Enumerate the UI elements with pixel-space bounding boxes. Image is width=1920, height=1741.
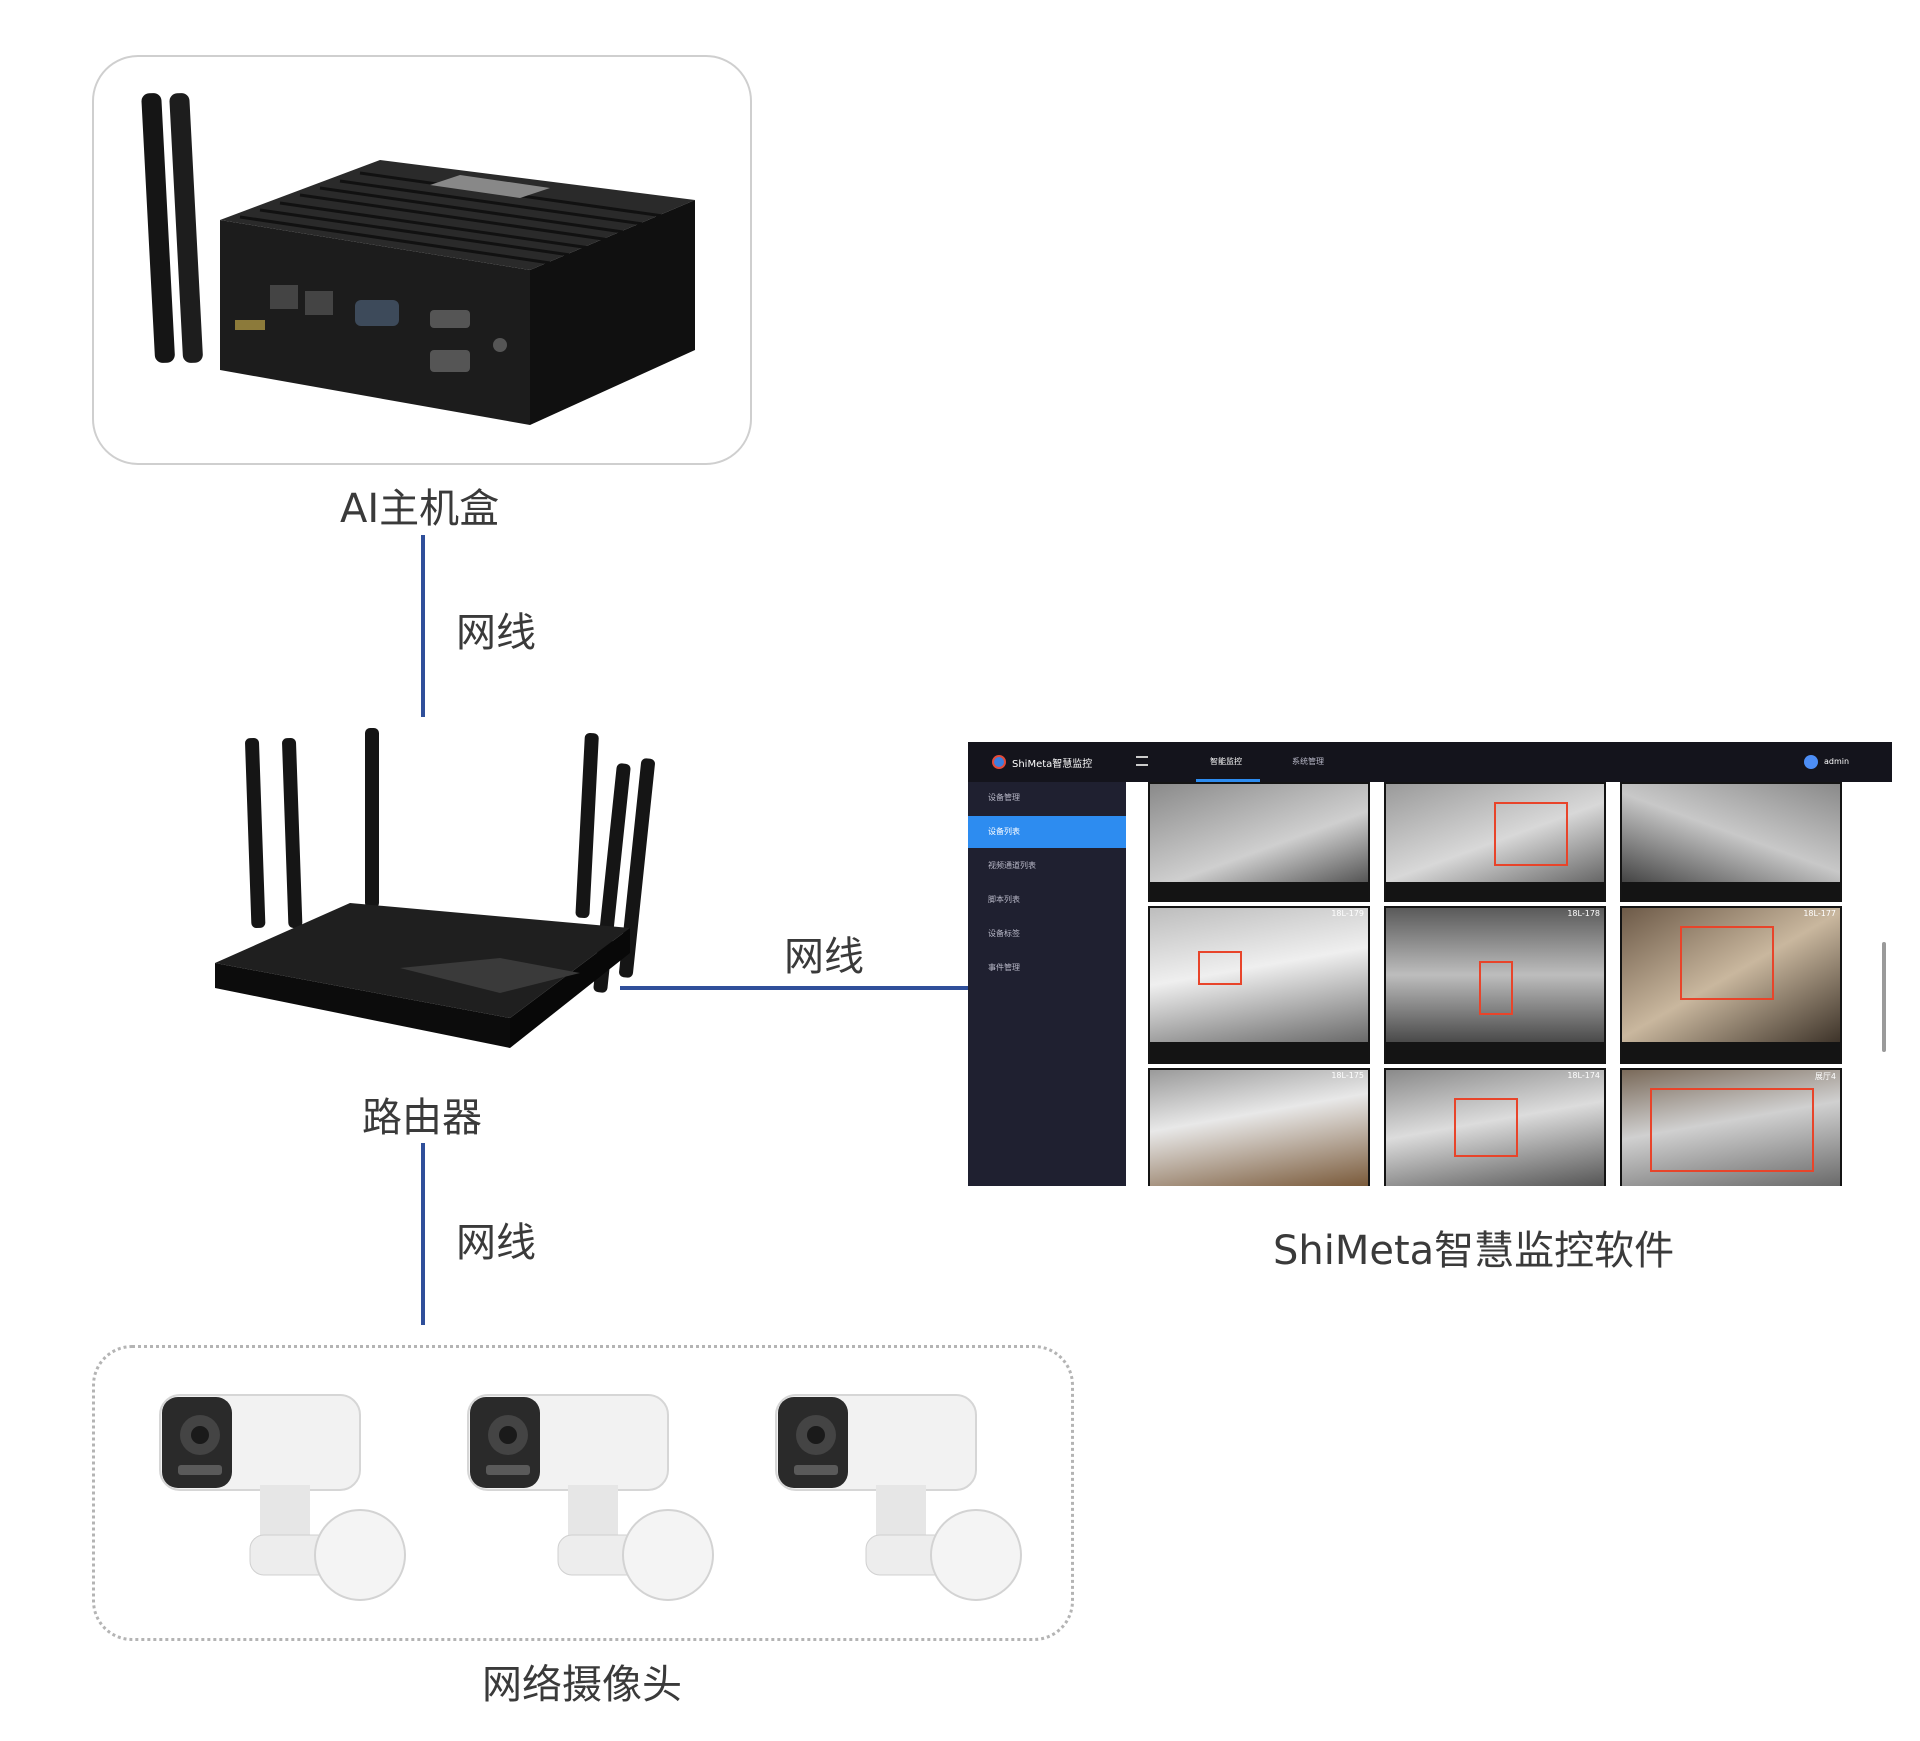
detection-box — [1494, 802, 1568, 866]
cable-line-right — [620, 986, 968, 990]
cable-label-bottom: 网线 — [456, 1210, 536, 1268]
router-image — [200, 728, 660, 1058]
tile-tag: 18L-177 — [1803, 909, 1836, 918]
tile-tag: 18L-174 — [1567, 1071, 1600, 1080]
tile-tag: 18L-178 — [1567, 909, 1600, 918]
cable-line-bottom — [421, 1143, 425, 1325]
tab-system-label: 系统管理 — [1292, 756, 1324, 767]
detection-box — [1680, 926, 1774, 1000]
cable-line-top — [421, 535, 425, 717]
app-brand: ShiMeta智慧监控 — [1012, 755, 1092, 770]
sidebar-item-video-channels[interactable]: 视频通道列表 — [968, 850, 1126, 882]
video-tile[interactable]: 18L-178 — [1384, 906, 1606, 1064]
detection-box — [1454, 1098, 1518, 1157]
router-label: 路由器 — [362, 1085, 482, 1143]
tab-smart-monitor[interactable]: 智能监控 — [1196, 742, 1260, 782]
menu-toggle-icon[interactable] — [1136, 756, 1148, 766]
video-tile[interactable]: 18L-177 — [1620, 906, 1842, 1064]
video-tile[interactable]: 18L-174 — [1384, 1068, 1606, 1186]
scrollbar[interactable] — [1882, 942, 1886, 1052]
tile-tag: 18L-175 — [1331, 1071, 1364, 1080]
camera-icon — [150, 1385, 420, 1615]
sidebar-item-scripts[interactable]: 脚本列表 — [968, 884, 1126, 916]
detection-box — [1198, 951, 1242, 985]
app-sidebar: 设备管理 设备列表 视频通道列表 脚本列表 设备标签 事件管理 — [968, 782, 1126, 1186]
ai-box-label: AI主机盒 — [340, 476, 499, 534]
tab-smart-monitor-label: 智能监控 — [1210, 756, 1242, 767]
video-grid: 18L-179 18L-178 18L-177 18L-175 18L-174 … — [1126, 782, 1892, 1186]
sidebar-item-device-tags[interactable]: 设备标签 — [968, 918, 1126, 950]
camera-icon — [458, 1385, 728, 1615]
detection-box — [1479, 961, 1513, 1015]
software-label: ShiMeta智慧监控软件 — [1273, 1218, 1674, 1276]
camera-icon — [766, 1385, 1036, 1615]
tile-tag: 18L-179 — [1331, 909, 1364, 918]
video-tile[interactable]: 展厅4 — [1620, 1068, 1842, 1186]
video-tile[interactable]: 18L-175 — [1148, 1068, 1370, 1186]
sidebar-group-device[interactable]: 设备管理 — [968, 782, 1126, 814]
video-tile[interactable]: 18L-179 — [1148, 906, 1370, 1064]
user-avatar-icon[interactable] — [1804, 755, 1818, 769]
software-screenshot: ShiMeta智慧监控 智能监控 系统管理 admin 设备管理 设备列表 视频… — [968, 742, 1892, 1186]
detection-box — [1650, 1088, 1814, 1172]
cable-label-top: 网线 — [456, 600, 536, 658]
tile-tag: 展厅4 — [1815, 1071, 1836, 1082]
sidebar-item-device-list[interactable]: 设备列表 — [968, 816, 1126, 848]
video-tile[interactable] — [1148, 782, 1370, 902]
video-tile[interactable] — [1384, 782, 1606, 902]
app-logo-icon — [992, 755, 1006, 769]
ai-box-image — [130, 85, 730, 445]
cable-label-right: 网线 — [784, 924, 864, 982]
video-tile[interactable] — [1620, 782, 1842, 902]
user-name: admin — [1824, 757, 1849, 766]
cameras-label: 网络摄像头 — [482, 1652, 682, 1710]
tab-system[interactable]: 系统管理 — [1278, 742, 1342, 782]
sidebar-group-events[interactable]: 事件管理 — [968, 952, 1126, 984]
app-header: ShiMeta智慧监控 智能监控 系统管理 admin — [968, 742, 1892, 782]
